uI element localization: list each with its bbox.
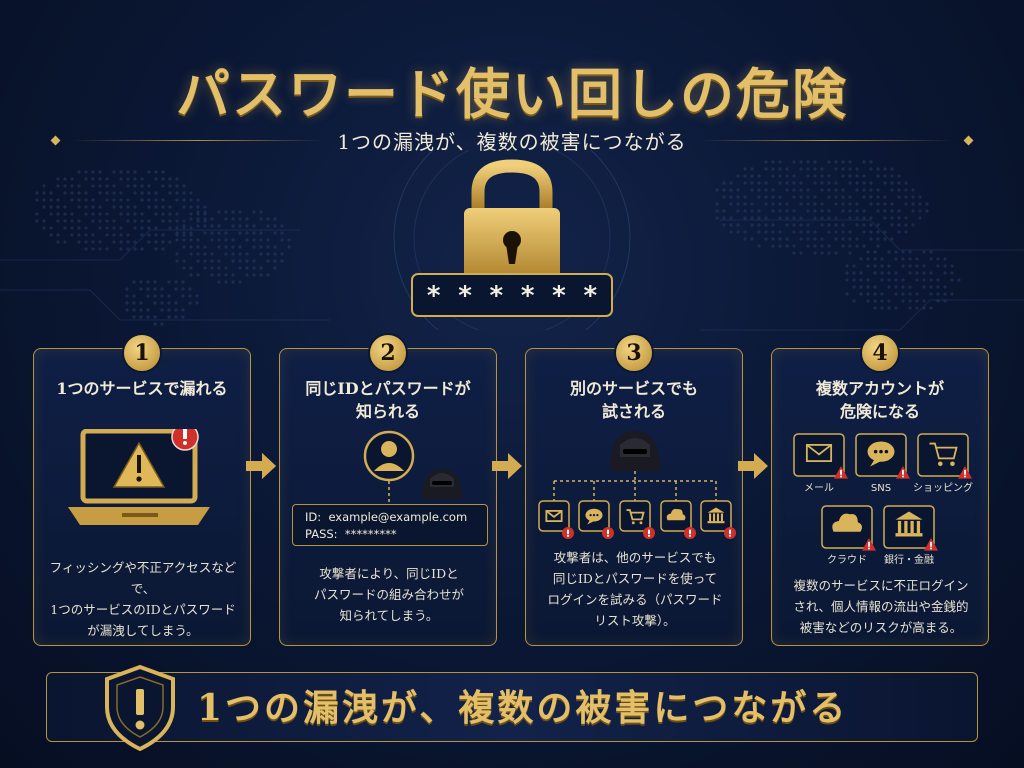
alert-badge-icon — [171, 429, 199, 451]
step-description: フィッシングや不正アクセスなどで、 1つのサービスのIDとパスワード が漏洩して… — [49, 560, 237, 638]
diamond-ornament — [50, 135, 61, 145]
step-title: 同じIDとパスワードが 知られる — [305, 379, 471, 421]
password-field: * * * * * * — [411, 273, 613, 317]
chat-icon — [867, 441, 895, 467]
step-card-3: 3 別のサービスでも 試される 攻撃者は、他のサービスでも 同じIDとパスワード… — [525, 333, 743, 646]
step-title: 別のサービスでも 試される — [569, 379, 698, 421]
chat-icon — [578, 500, 614, 539]
bottom-banner: 1つの漏洩が、複数の被害につながる — [46, 665, 978, 751]
arrow-right-icon — [246, 453, 276, 479]
warning-triangle-icon — [112, 441, 166, 488]
world-map-background — [0, 160, 1024, 331]
user-icon — [363, 430, 415, 482]
step-number: 3 — [614, 333, 654, 373]
arrow-right-icon — [738, 453, 768, 479]
cart-icon — [929, 442, 958, 467]
service-chat: SNS — [855, 433, 910, 494]
service-label: クラウド — [827, 554, 867, 566]
hacker-icon — [610, 431, 660, 471]
service-label: ショッピング — [913, 481, 973, 494]
service-cart: ショッピング — [913, 433, 973, 494]
laptop-warning-illustration — [68, 429, 210, 525]
step-title: 1つのサービスで漏れる — [56, 379, 228, 398]
service-mail: メール — [793, 433, 848, 494]
cloud-icon — [660, 500, 696, 539]
mail-icon — [805, 443, 833, 463]
subtitle-row: 1つの漏洩が、複数の被害につながる — [0, 128, 1024, 154]
service-label: 銀行・金融 — [884, 553, 934, 566]
step-description: 複数のサービスに不正ログイン され、個人情報の流出や金銭的 被害などのリスクが高… — [793, 578, 969, 635]
lock-hero: * * * * * * — [393, 150, 631, 330]
cloud-icon — [832, 513, 863, 532]
service-bank: 銀行・金融 — [883, 505, 938, 566]
password-mask-text: * * * * * * — [426, 281, 598, 311]
hacker-icon — [422, 469, 462, 499]
step-card-1: 1 1つのサービスで漏れる フィッシングや不正アクセスなどで、 1つのサービスの… — [33, 333, 251, 646]
step-number: 2 — [368, 333, 408, 373]
bottom-message: 1つの漏洩が、複数の被害につながる — [197, 687, 849, 729]
cart-icon — [619, 500, 655, 539]
credentials-box: ID: example@example.com PASS: ********* — [292, 504, 488, 546]
step-card-2: 2 同じIDとパスワードが 知られる ID: example@example.c… — [279, 333, 497, 646]
page-title: パスワード使い回しの危険 — [176, 62, 848, 126]
step-card-4: 4 複数アカウントが 危険になる メール SNS ショッピングクラウド 銀行・金融 複… — [771, 333, 989, 646]
divider — [700, 139, 951, 141]
identity-leak-illustration — [363, 430, 462, 503]
mail-icon — [538, 500, 574, 539]
padlock-icon — [464, 159, 560, 286]
service-label: SNS — [871, 483, 891, 494]
service-cloud: クラウド — [821, 505, 876, 566]
step-title: 複数アカウントが 危険になる — [815, 379, 944, 421]
arrow-right-icon — [492, 453, 522, 479]
bank-icon — [895, 511, 923, 537]
credential-stuffing-illustration — [538, 431, 736, 539]
step-number: 4 — [860, 333, 900, 373]
step-description: 攻撃者は、他のサービスでも 同じIDとパスワードを使って ログインを試みる（パス… — [547, 550, 723, 628]
bank-icon — [700, 500, 736, 539]
service-label: メール — [804, 483, 834, 494]
diamond-ornament — [963, 135, 974, 145]
divider — [73, 139, 324, 141]
shield-alert-icon — [105, 665, 175, 751]
step-number: 1 — [122, 333, 162, 373]
subtitle: 1つの漏洩が、複数の被害につながる — [337, 129, 687, 154]
step-description: 攻撃者により、同じIDと パスワードの組み合わせが 知られてしまう。 — [313, 566, 464, 623]
